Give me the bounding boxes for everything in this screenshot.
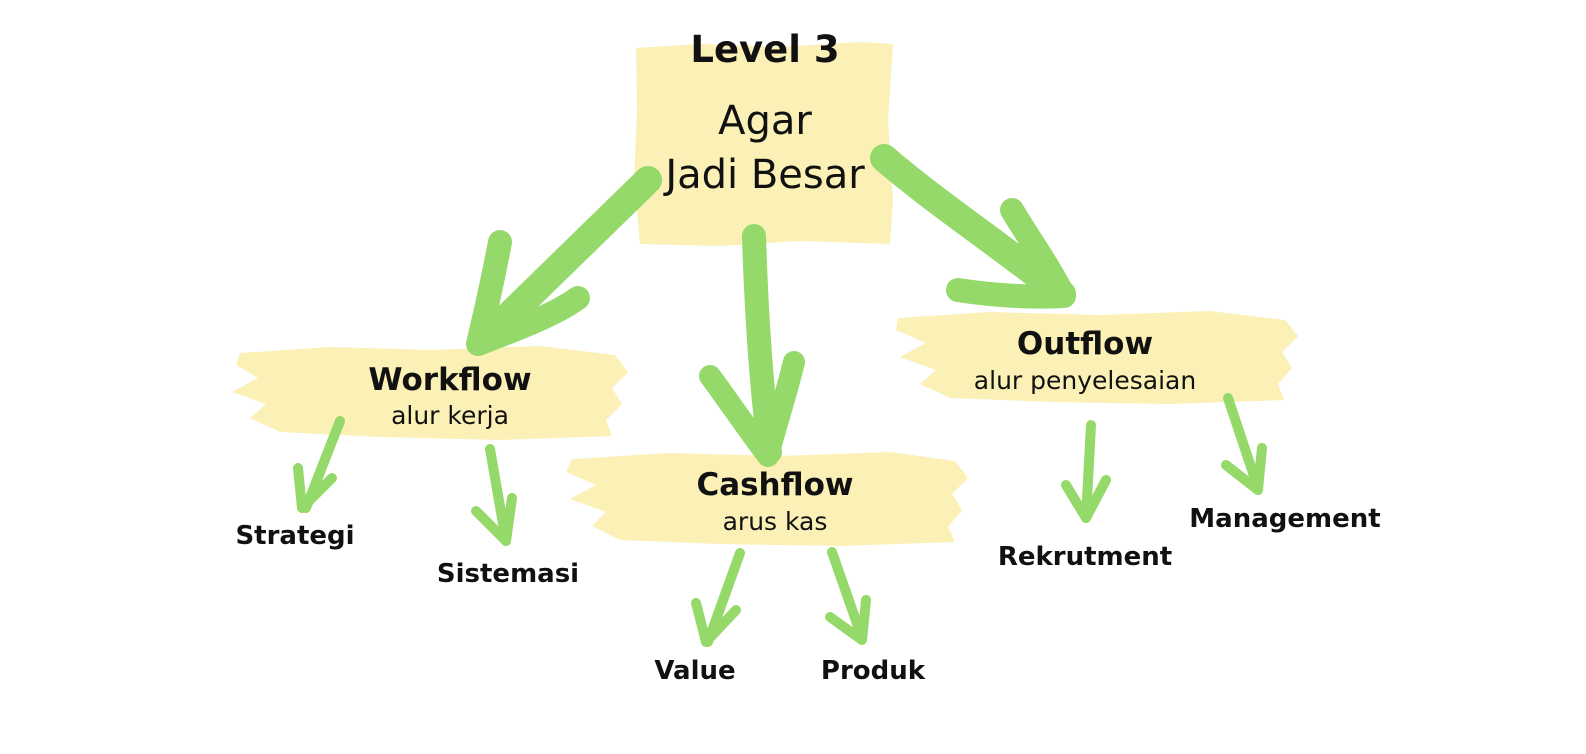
leaf-produk: Produk xyxy=(820,656,926,686)
top-line-2: Jadi Besar xyxy=(665,152,865,198)
leaf-management: Management xyxy=(1189,504,1381,534)
arrow-to-cashflow xyxy=(699,224,805,467)
workflow-title: Workflow xyxy=(368,362,532,398)
leaf-strategi: Strategi xyxy=(235,521,355,551)
cashflow-highlight xyxy=(566,452,968,546)
leaf-sistemasi: Sistemasi xyxy=(436,559,580,589)
outflow-subtitle: alur penyelesaian xyxy=(973,366,1197,395)
leaf-value: Value xyxy=(654,656,736,686)
arrow-to-strategi xyxy=(293,416,345,513)
arrow-to-sistemasi xyxy=(471,444,517,546)
workflow-highlight xyxy=(232,346,628,440)
leaf-rekrutment: Rekrutment xyxy=(997,542,1173,572)
arrow-to-management xyxy=(1221,393,1267,495)
cashflow-subtitle: arus kas xyxy=(722,507,828,536)
outflow-highlight xyxy=(896,311,1298,404)
top-title: Level 3 xyxy=(690,28,840,71)
arrow-to-value xyxy=(691,548,745,647)
cashflow-title: Cashflow xyxy=(696,467,854,503)
outflow-title: Outflow xyxy=(1016,326,1154,362)
arrow-to-outflow xyxy=(870,144,1076,309)
top-box xyxy=(634,42,893,246)
top-line-1: Agar xyxy=(718,98,812,144)
workflow-subtitle: alur kerja xyxy=(391,401,509,430)
arrow-to-rekrutment xyxy=(1061,420,1111,523)
arrow-to-workflow xyxy=(466,166,662,356)
arrow-to-produk xyxy=(825,547,871,645)
